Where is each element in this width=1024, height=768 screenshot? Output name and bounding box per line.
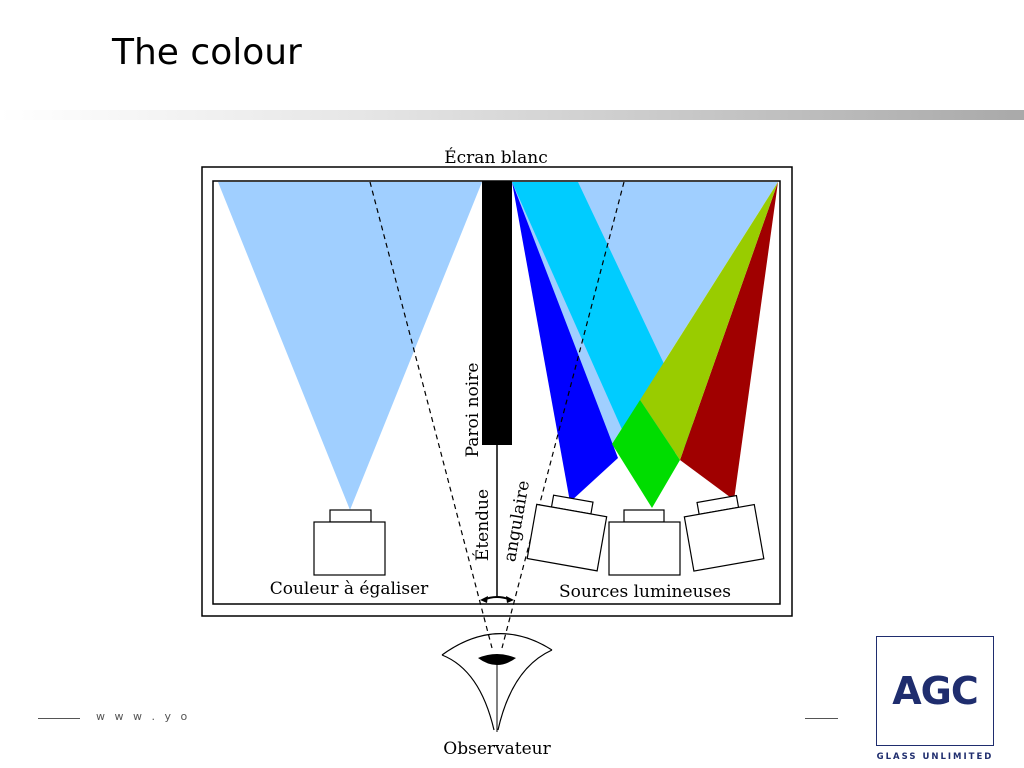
green-source-projector [608,509,681,576]
angle-arrow-right [506,596,514,603]
red-beam [680,182,778,500]
blue-source-projector [526,494,608,572]
blue-beam [512,182,618,502]
agc-logo: AGC GLASS UNLIMITED [876,636,996,766]
eye-lid-left [441,654,495,731]
eye-lid-right [497,649,553,731]
eye-lid-upper [441,633,553,656]
title-underline-bar [0,110,1024,120]
screen-label: Écran blanc [444,147,547,168]
red-source-projector [683,494,765,572]
match-light-beam [218,182,482,510]
match-projector-lens [329,509,372,523]
wall-label: Paroi noire [463,363,483,458]
agc-logo-box: AGC [876,636,994,746]
sources-label: Sources lumineuses [559,582,731,602]
slide-title: The colour [112,32,302,73]
agc-logo-subtitle: GLASS UNLIMITED [876,752,994,762]
match-label: Couleur à égaliser [270,579,429,599]
black-wall [482,181,512,445]
agc-logo-text: AGC [892,669,978,713]
footer-line-left [38,718,80,719]
observer-label: Observateur [443,739,551,759]
match-projector-body [313,521,386,576]
angular-label-etendue: Étendue [472,489,493,561]
color-matching-diagram: Écran blanc Paroi noire Étendue angulair… [190,140,805,768]
footer-line-right [792,718,838,719]
green-beam [612,400,680,508]
yellow-green-beam [640,182,778,460]
angle-arrow-left [480,596,488,603]
